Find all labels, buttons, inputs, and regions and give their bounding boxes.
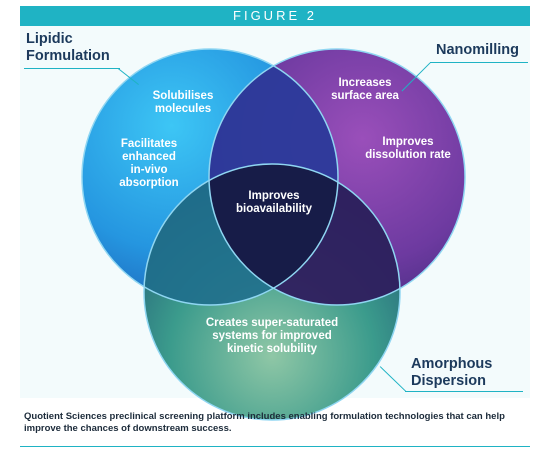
region-lipidic-solubilises: Solubilises molecules [152,90,214,115]
region-center-bioavailability: Improves bioavailability [235,190,313,215]
amorphous-outline [143,163,401,421]
lipidic-label: Lipidic Formulation [26,31,110,64]
nanomilling-label: Nanomilling [436,42,519,58]
region-lipidic-facilitates: Facilitates enhanced in-vivo absorption [119,138,179,189]
amorphous-label: Amorphous Dispersion [411,356,493,389]
nanomilling-outline [208,48,466,306]
figure-banner: FIGURE 2 [20,6,530,26]
lipidic-outline [81,48,339,306]
region-nanomilling-improves: Improves dissolution rate [365,136,451,161]
nanomilling-leader-line [430,62,528,64]
bottom-rule [20,446,530,447]
amorphous-leader-line [405,391,523,393]
region-amorphous-creates: Creates super-saturated systems for impr… [205,317,339,355]
lipidic-leader-line [24,68,120,70]
region-nanomilling-increases: Increases surface area [331,77,399,102]
figure-caption: Quotient Sciences preclinical screening … [24,411,505,434]
figure-title: FIGURE 2 [233,8,317,23]
